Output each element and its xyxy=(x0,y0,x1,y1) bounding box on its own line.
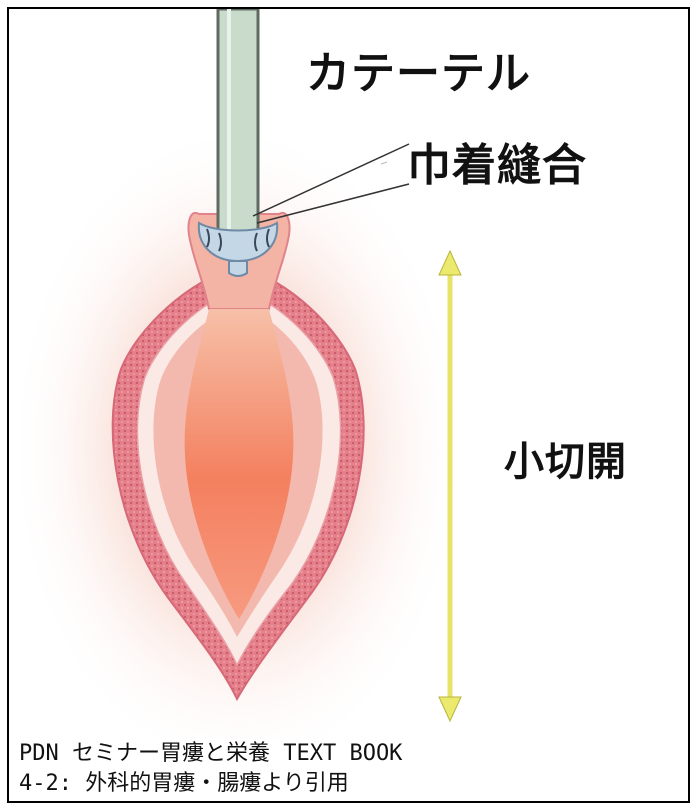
figure-frame: カテーテル 巾着縫合 小切開 PDN セミナー胃瘻と栄養 TEXT BOOK 4… xyxy=(7,7,690,803)
figure-caption: PDN セミナー胃瘻と栄養 TEXT BOOK 4-2: 外科的胃瘻・腸瘻より引… xyxy=(19,739,679,799)
catheter-tube xyxy=(218,9,258,231)
gastrostomy-illustration xyxy=(9,9,688,739)
catheter-label: カテーテル xyxy=(306,37,531,101)
catheter-tip xyxy=(229,261,247,276)
purse-string-suture-label: 巾着縫合 xyxy=(407,129,587,193)
caption-line-1: PDN セミナー胃瘻と栄養 TEXT BOOK xyxy=(19,739,679,769)
small-incision-label: 小切開 xyxy=(504,429,627,487)
illustration-canvas xyxy=(9,9,688,739)
caption-line-2: 4-2: 外科的胃瘻・腸瘻より引用 xyxy=(19,769,679,799)
